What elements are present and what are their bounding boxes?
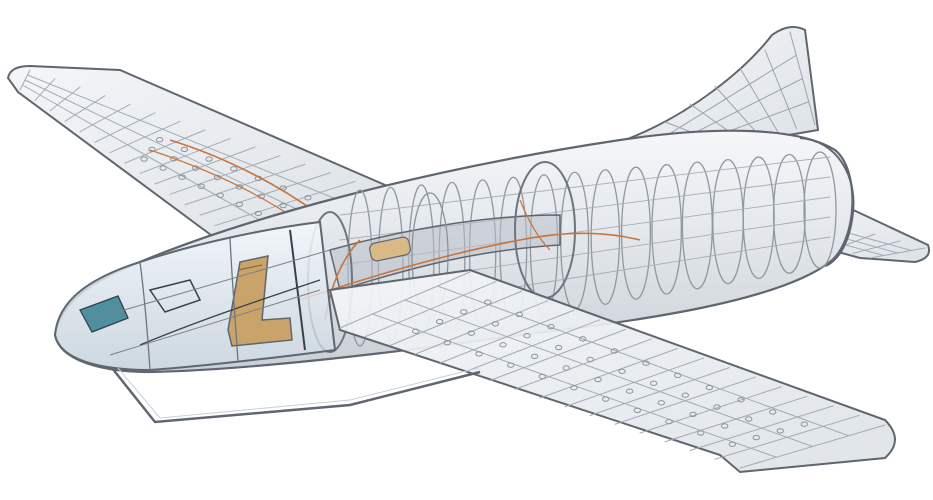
wing-lightening-hole: [515, 311, 523, 318]
wing-lightening-hole: [412, 328, 420, 334]
wing-lightening-hole: [467, 330, 475, 336]
wing-lightening-hole: [570, 385, 578, 391]
wing-lightening-hole: [602, 396, 610, 402]
wing-lightening-hole: [254, 210, 263, 217]
fuselage-frame: [590, 169, 621, 306]
wing-lightening-hole: [180, 146, 189, 153]
wing-lightening-hole: [140, 156, 148, 162]
wing-lightening-hole: [665, 419, 673, 425]
instrument-icon: [79, 295, 129, 333]
wing-lightening-hole: [197, 183, 206, 190]
wing-lightening-hole: [769, 409, 777, 415]
wing-lightening-hole: [674, 372, 682, 379]
wing-wiring-line: [169, 139, 321, 216]
wing-lightening-hole: [657, 400, 665, 406]
wing-lightening-hole: [230, 166, 238, 172]
wing-lightening-hole: [737, 397, 745, 403]
fin-rib-spar: [655, 54, 797, 143]
wing-lightening-hole: [484, 299, 492, 305]
wing-lightening-hole: [618, 368, 626, 375]
wing-lightening-hole: [156, 137, 164, 143]
fuselage-frame: [772, 153, 806, 274]
wing-lightening-hole: [178, 174, 186, 180]
wing-lightening-hole: [491, 321, 499, 327]
wing-lightening-hole: [713, 404, 721, 410]
wing-lightening-hole: [633, 407, 641, 414]
wing-lightening-hole: [752, 434, 760, 441]
wing-lightening-hole: [205, 156, 213, 162]
cockpit: [53, 220, 337, 372]
wing-lightening-hole: [531, 353, 539, 360]
wing-lightening-hole: [304, 195, 312, 201]
wing-lightening-hole: [443, 339, 451, 346]
wing-lightening-hole: [538, 373, 546, 380]
wing-lightening-hole: [626, 388, 634, 394]
wing-lightening-hole: [499, 342, 507, 348]
fuselage-wiring: [299, 232, 641, 301]
wing-lightening-hole: [586, 356, 594, 363]
left-wing-rib-spar: [24, 79, 306, 214]
wing-lightening-hole: [235, 184, 244, 190]
wing-lightening-hole: [555, 344, 563, 351]
left-wing-rib-spar: [22, 84, 268, 225]
wing-lightening-hole: [579, 336, 587, 342]
wing-lightening-hole: [547, 323, 555, 330]
fuselage-stringer: [339, 156, 831, 216]
wing-lightening-hole: [594, 376, 602, 383]
wing-lightening-hole: [475, 351, 483, 357]
fuselage-frame: [803, 151, 837, 269]
wing-lightening-hole: [697, 430, 705, 436]
control-stick: [148, 279, 202, 313]
wing-lightening-hole: [523, 333, 531, 339]
engine-component: [369, 236, 411, 262]
wing-lightening-hole: [148, 146, 156, 153]
wing-lightening-hole: [436, 318, 444, 325]
wing-lightening-hole: [216, 192, 225, 199]
wing-lightening-hole: [279, 202, 287, 209]
fuselage-frame: [651, 164, 682, 295]
right-wing-rib-spar: [404, 299, 813, 447]
wing-lightening-hole: [460, 309, 468, 315]
landing-skid: [111, 367, 481, 424]
wing-lightening-hole: [642, 360, 650, 366]
wing-lightening-hole: [170, 156, 178, 162]
right-wing-rib-spar: [437, 285, 850, 437]
fuselage-frame: [620, 166, 652, 300]
left-wing: [6, 64, 388, 240]
left-wing-rib-spar: [27, 74, 343, 202]
wing-lightening-hole: [721, 423, 729, 429]
wing-lightening-hole: [681, 392, 689, 398]
control-linkage: [289, 229, 306, 351]
wing-lightening-hole: [507, 362, 515, 368]
wing-lightening-hole: [562, 365, 570, 371]
wing-lightening-hole: [235, 201, 244, 208]
fuselage-wiring: [519, 199, 551, 251]
wing-lightening-hole: [800, 421, 808, 427]
seat-icon: [227, 255, 293, 347]
wing-lightening-hole: [159, 165, 167, 171]
wing-lightening-hole: [705, 384, 713, 391]
wing-lightening-hole: [650, 380, 658, 386]
wing-lightening-hole: [745, 416, 753, 422]
wing-lightening-hole: [728, 441, 736, 447]
right-wing: [328, 268, 896, 474]
wing-lightening-hole: [610, 348, 618, 354]
wing-lightening-hole: [776, 428, 784, 434]
wing-lightening-hole: [689, 411, 697, 418]
